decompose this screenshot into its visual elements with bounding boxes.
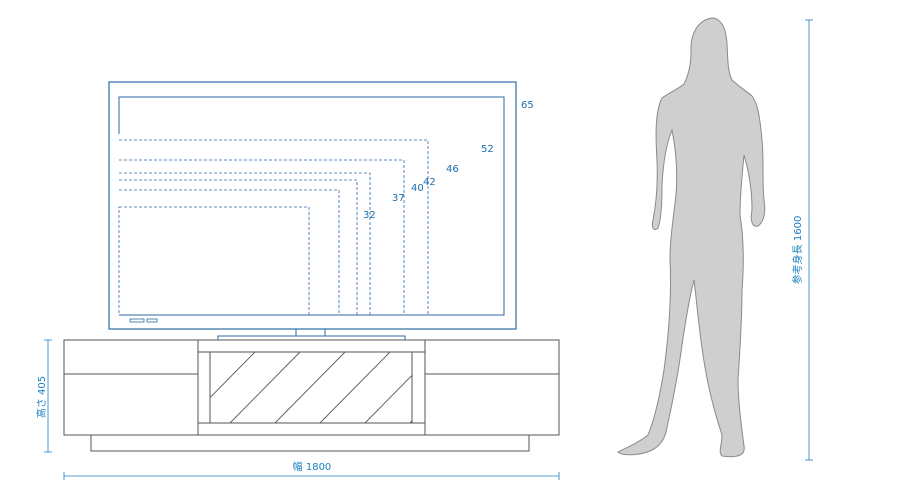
width-dimension: 幅 1800: [63, 460, 560, 480]
size-label-42: 42: [423, 177, 436, 188]
height-dimension: 高さ 405: [35, 339, 52, 453]
center-glass-panel: [209, 351, 413, 424]
tv-stand-base: [217, 329, 406, 341]
person-silhouette: [617, 17, 766, 458]
width-label: 幅 1800: [293, 460, 332, 473]
tv-40-outline: [119, 179, 358, 315]
glass-hatching: [210, 352, 412, 423]
tv-board-cabinet: [63, 339, 560, 452]
tv-65-inch: [108, 81, 517, 330]
size-label-32: 32: [363, 210, 376, 221]
tv-42-outline: [119, 172, 371, 315]
cabinet-body: [63, 339, 560, 436]
tv-65-frame: [108, 81, 517, 330]
size-label-40: 40: [411, 183, 424, 194]
size-label-37: 37: [392, 193, 405, 204]
tv-52-outline: [119, 139, 429, 315]
tv-indicator-right: [146, 318, 158, 323]
size-label-46: 46: [446, 164, 459, 175]
tv-size-labels: 65 52 46 42 40 37 32: [363, 100, 534, 221]
tv-37-outline: [119, 189, 340, 315]
size-label-52: 52: [481, 144, 494, 155]
cabinet-plinth: [90, 434, 530, 452]
tv-size-outlines: [118, 139, 429, 316]
reference-height-label: 参考身長 1600: [791, 216, 804, 285]
tv-indicator-left: [129, 318, 145, 323]
size-label-65: 65: [521, 100, 534, 111]
tv-46-outline: [119, 159, 405, 315]
tv-65-screen: [118, 96, 505, 316]
tv-32-outline: [118, 206, 310, 316]
reference-height-dimension: 参考身長 1600: [791, 19, 813, 461]
height-label: 高さ 405: [35, 376, 48, 418]
